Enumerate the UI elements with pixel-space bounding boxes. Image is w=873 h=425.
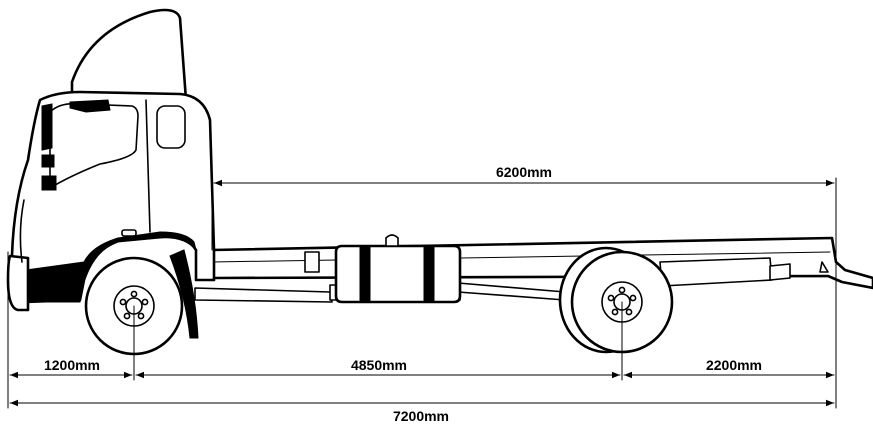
fuel-tank — [334, 234, 462, 304]
front-overhang-label: 1200mm — [44, 357, 100, 373]
rear-overhang-label: 2200mm — [706, 357, 762, 373]
rear-wheel — [558, 246, 674, 354]
body-length-label: 6200mm — [496, 164, 552, 180]
overall-length-label: 7200mm — [393, 408, 449, 424]
wheelbase-label: 4850mm — [351, 357, 407, 373]
cab — [6, 8, 216, 339]
dimension-lines — [7, 175, 837, 409]
truck-illustration — [6, 8, 873, 356]
dimension-labels: 6200mm 1200mm 4850mm 2200mm 7200mm — [44, 164, 762, 424]
